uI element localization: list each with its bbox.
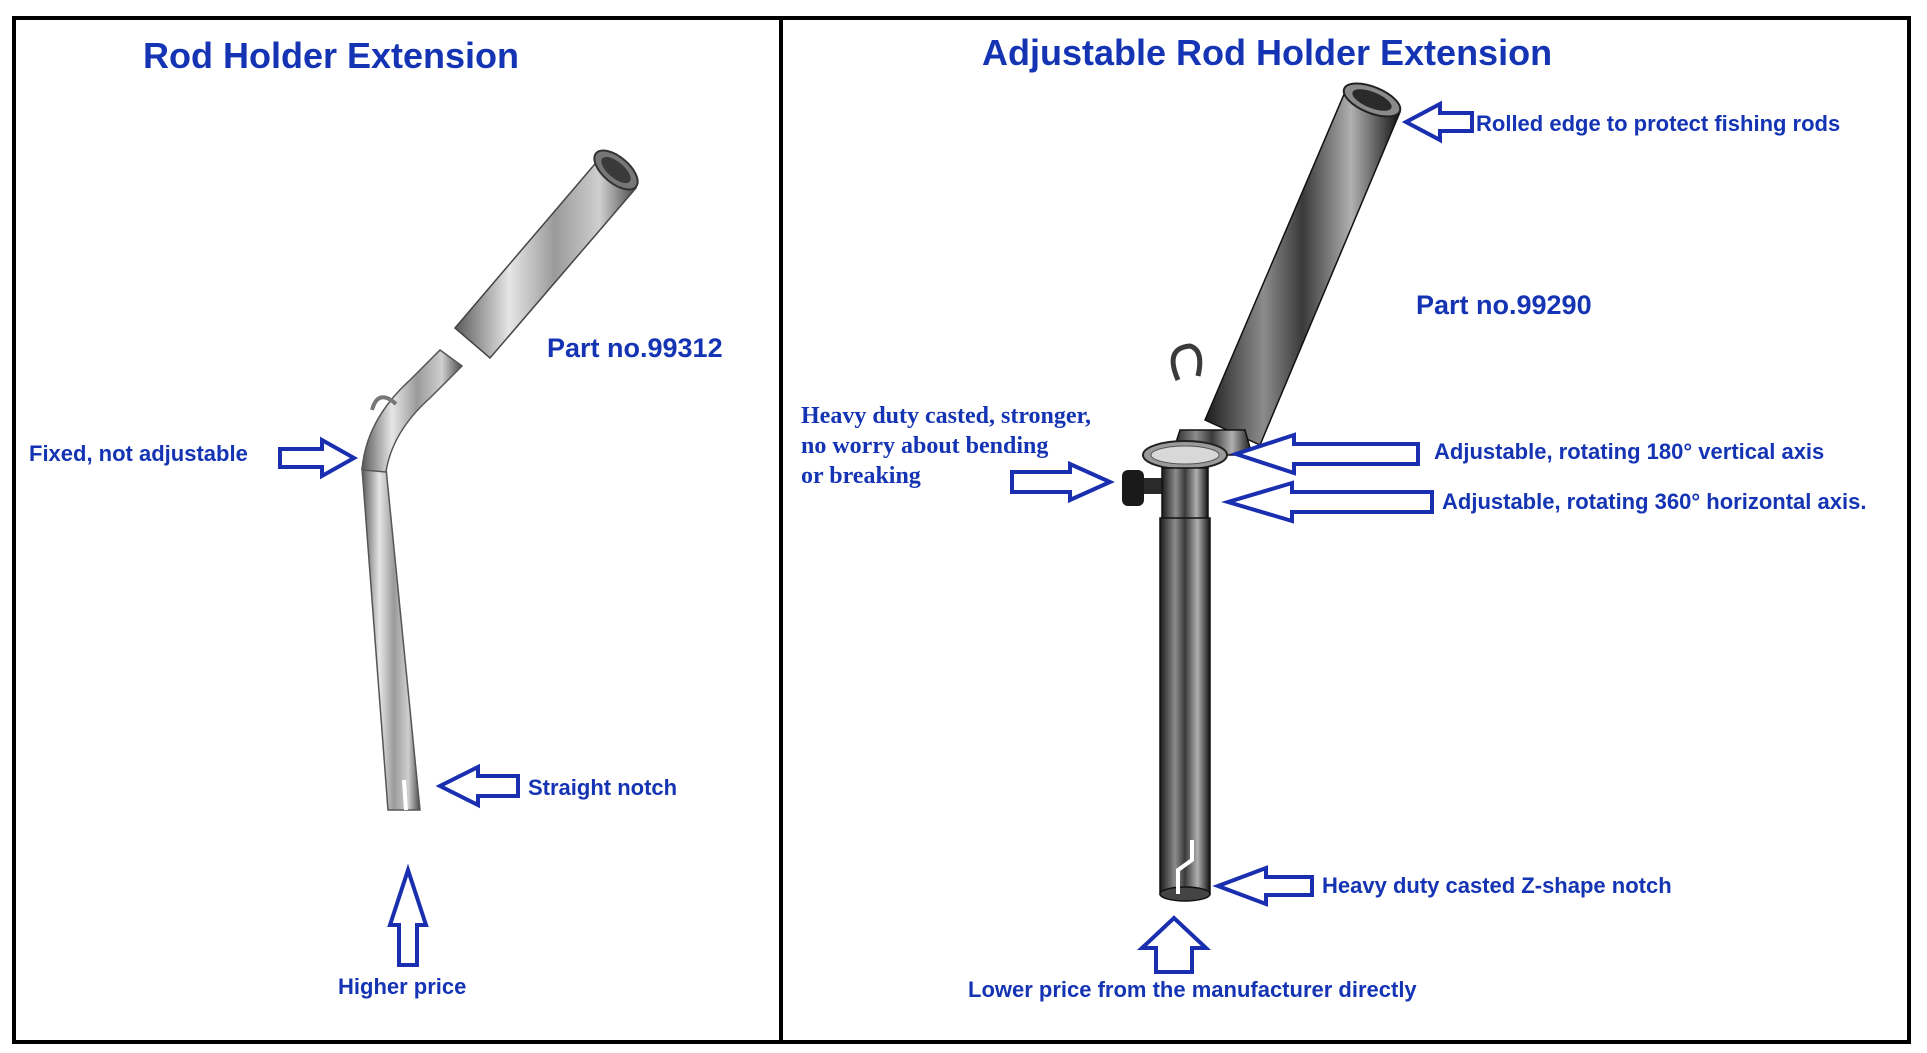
arrow-left-icon <box>435 763 520 809</box>
label-vertical-axis: Adjustable, rotating 180° vertical axis <box>1434 439 1825 464</box>
label-lower-price: Lower price from the manufacturer direct… <box>968 977 1417 1002</box>
right-part-number: Part no.99290 <box>1416 290 1592 320</box>
label-horizontal-axis: Adjustable, rotating 360° horizontal axi… <box>1442 489 1867 514</box>
panel-divider <box>779 16 783 1044</box>
arrow-left-icon <box>1220 480 1434 524</box>
outer-frame <box>12 16 1911 1044</box>
label-z-shape-notch: Heavy duty casted Z-shape notch <box>1322 873 1672 898</box>
arrow-left-icon <box>1229 432 1420 476</box>
label-rolled-edge: Rolled edge to protect fishing rods <box>1476 111 1841 136</box>
fixed-rod-holder-image <box>361 149 639 811</box>
label-heavy-duty-line-3: or breaking <box>801 463 921 489</box>
label-heavy-duty-line-1: Heavy duty casted, stronger, <box>801 403 1091 429</box>
right-panel-title: Adjustable Rod Holder Extension <box>982 32 1553 73</box>
arrow-up-icon <box>1136 915 1212 974</box>
arrow-right-icon <box>278 436 359 480</box>
label-straight-notch: Straight notch <box>528 775 678 800</box>
label-fixed-not-adjustable: Fixed, not adjustable <box>29 441 248 466</box>
arrow-up-icon <box>387 863 429 967</box>
arrow-right-icon <box>1010 460 1115 504</box>
left-panel-title: Rod Holder Extension <box>143 35 520 76</box>
adjustable-rod-holder-image <box>1122 82 1402 902</box>
label-heavy-duty-line-2: no worry about bending <box>801 433 1049 459</box>
arrow-left-icon <box>1401 100 1474 144</box>
label-higher-price: Higher price <box>338 974 467 999</box>
left-part-number: Part no.99312 <box>547 333 723 363</box>
arrow-left-icon <box>1212 865 1314 907</box>
label-heavy-duty-casted: Heavy duty casted, stronger, no worry ab… <box>801 401 1091 491</box>
